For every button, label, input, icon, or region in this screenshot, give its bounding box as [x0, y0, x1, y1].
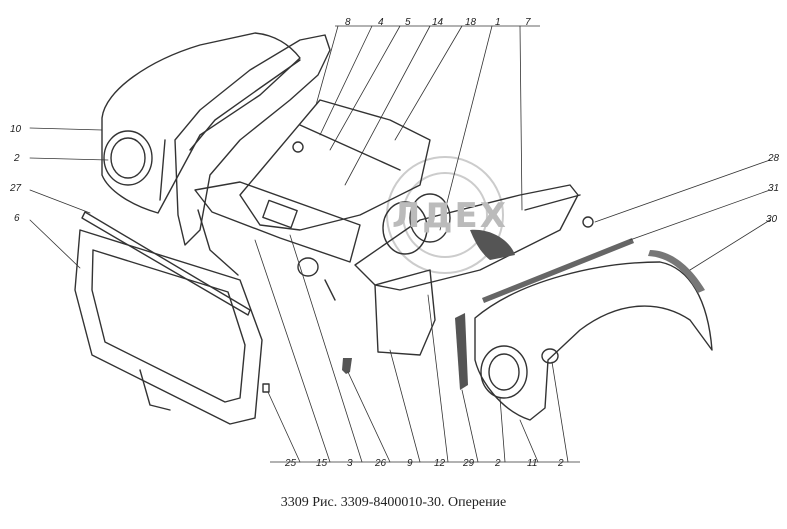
- callout-11: 11: [527, 458, 537, 469]
- callouts-right: 28 31 30: [766, 153, 780, 225]
- callouts-top: 8 4 5 14 18 1 7: [345, 17, 531, 28]
- seal-strip-27: [81, 211, 251, 316]
- callout-14: 14: [432, 17, 444, 28]
- clip-28: [582, 216, 594, 228]
- callout-4: 4: [378, 17, 384, 28]
- seal-strip-30: [648, 250, 705, 293]
- cowl-panel: [239, 99, 431, 231]
- callout-26: 26: [374, 458, 387, 469]
- callout-15: 15: [316, 458, 328, 469]
- callout-31: 31: [768, 183, 779, 194]
- lower-panel: [374, 269, 436, 356]
- radiator-shroud: [354, 184, 581, 291]
- left-fender: [101, 32, 301, 214]
- callout-3: 3: [347, 458, 353, 469]
- callout-9: 9: [407, 458, 413, 469]
- emblem-26: [342, 358, 352, 374]
- seal-strip-29: [455, 313, 468, 390]
- callout-29: 29: [462, 458, 475, 469]
- figure-caption: 3309 Рис. 3309-8400010-30. Оперение: [280, 495, 507, 510]
- grille-frame: [74, 229, 263, 425]
- callout-6: 6: [14, 213, 20, 224]
- callout-5: 5: [405, 17, 411, 28]
- callout-1: 1: [495, 17, 501, 28]
- callout-28: 28: [767, 153, 780, 164]
- seal-strip-31: [482, 238, 634, 303]
- callout-25: 25: [284, 458, 297, 469]
- callout-12: 12: [434, 458, 446, 469]
- left-inner-panel: [174, 34, 331, 276]
- callout-8: 8: [345, 17, 351, 28]
- callout-2-left: 2: [13, 153, 20, 164]
- leader-lines: [29, 25, 771, 463]
- right-fender: [474, 261, 713, 421]
- callout-18: 18: [465, 17, 477, 28]
- callout-10: 10: [10, 124, 22, 135]
- watermark-gear-icon: [386, 156, 504, 274]
- callout-30: 30: [766, 214, 778, 225]
- callout-27: 27: [9, 183, 22, 194]
- instrument-panel: [194, 181, 361, 301]
- callout-2-lamp: 2: [557, 458, 564, 469]
- callout-underlines: [270, 25, 580, 463]
- watermark-text: ЛДЕХ: [392, 196, 508, 236]
- callout-2-right: 2: [494, 458, 501, 469]
- callouts-bottom: 25 15 3 26 9 12 29 2 11 2: [284, 458, 564, 469]
- bracket-25: [262, 383, 270, 393]
- callouts-left: 10 2 27 6: [9, 124, 22, 224]
- callout-7: 7: [525, 17, 531, 28]
